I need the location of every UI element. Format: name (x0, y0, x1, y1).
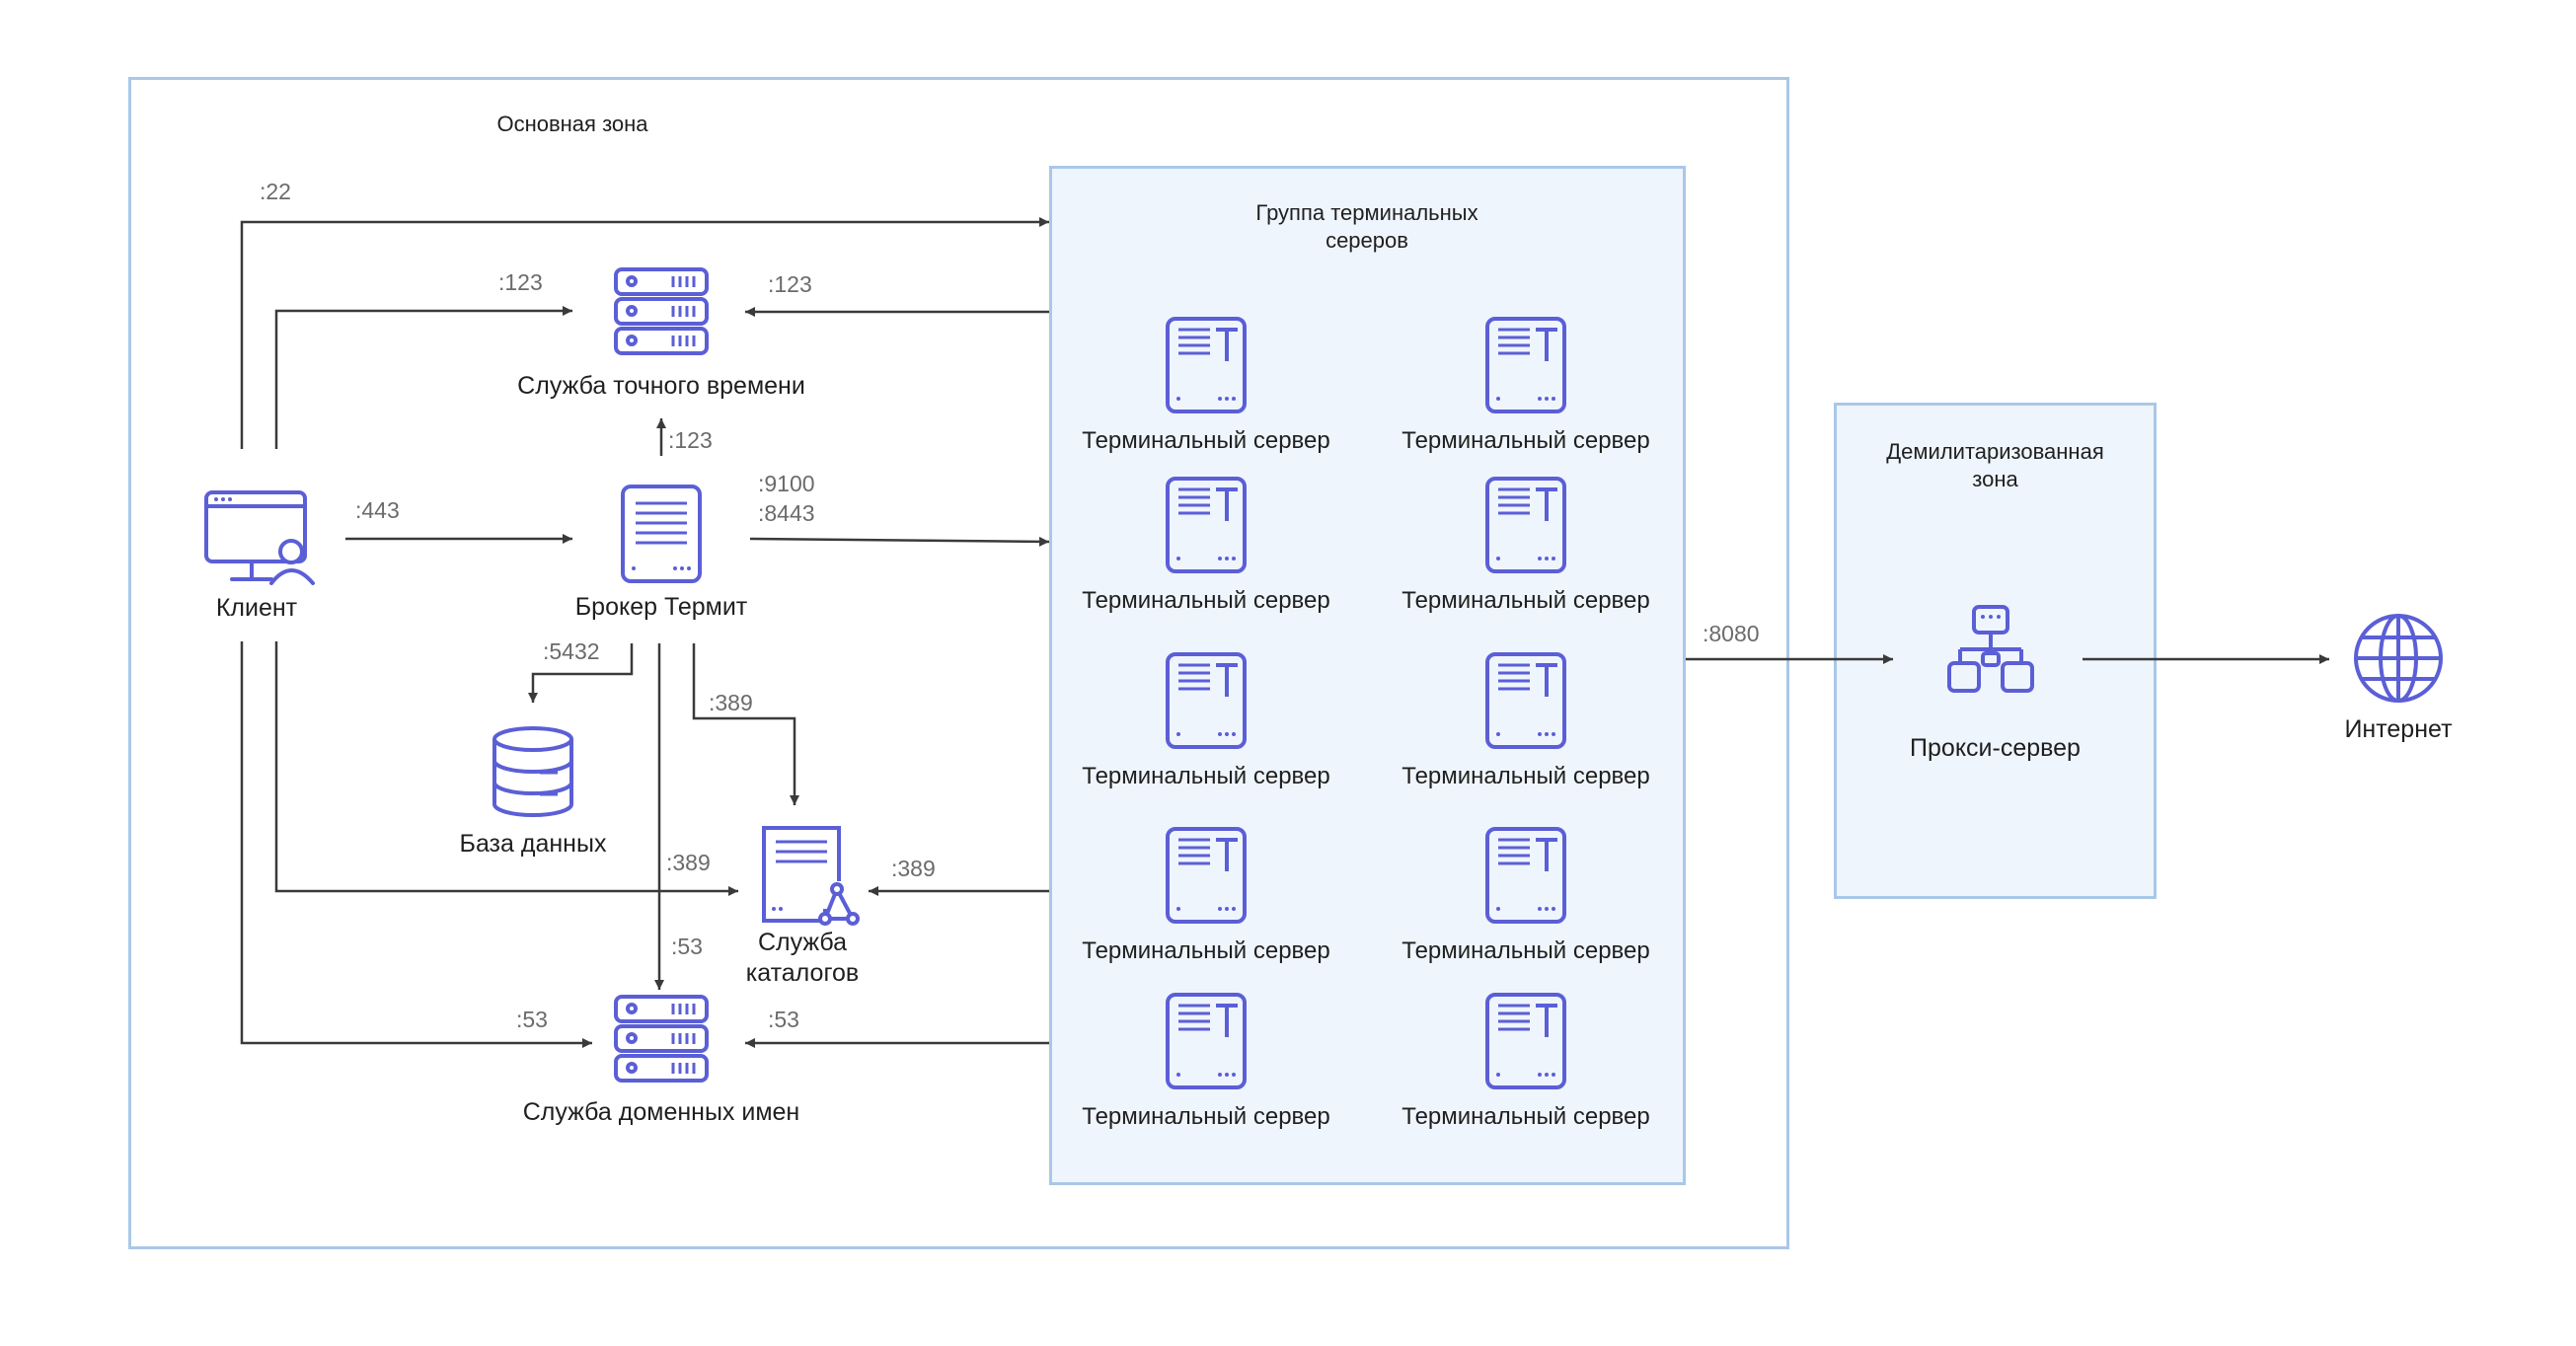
terminal-server-label: Терминальный сервер (1082, 1103, 1330, 1130)
client-monitor-user-icon (204, 490, 315, 585)
port-label-123-broker: :123 (668, 427, 713, 453)
terminal-server-label: Терминальный сервер (1082, 427, 1330, 454)
time-service-label: Служба точного времени (517, 372, 805, 400)
proxy-server-hierarchy-icon (1947, 605, 2034, 693)
wire-broker-db-5432 (528, 643, 634, 703)
wire-broker-catalog-389 (692, 643, 799, 805)
database-icon (492, 726, 573, 817)
terminal-server-label: Терминальный сервер (1402, 587, 1650, 614)
terminal-server-label: Терминальный сервер (1082, 763, 1330, 789)
terminal-server-icon (1166, 993, 1247, 1089)
port-label-389-broker: :389 (709, 690, 753, 715)
terminal-server-icon (1485, 827, 1566, 924)
port-label-389-group: :389 (891, 856, 936, 881)
main-zone-label: Основная зона (496, 112, 648, 136)
port-label-53-broker: :53 (671, 934, 703, 959)
port-label-53-group: :53 (768, 1007, 799, 1032)
proxy-server-label: Прокси-сервер (1910, 734, 2081, 762)
dmz-zone-label: Демилитаризованная зона (1886, 439, 2104, 491)
group-zone-label: Группа терминальных сереров (1255, 200, 1478, 253)
terminal-server-icon (1485, 993, 1566, 1089)
terminal-server-label: Терминальный сервер (1082, 937, 1330, 964)
broker-label: Брокер Термит (574, 593, 748, 621)
terminal-server-icon (1166, 652, 1247, 749)
terminal-server-icon (1485, 317, 1566, 413)
port-label-5432: :5432 (543, 638, 600, 664)
wire-client-time-123 (274, 306, 572, 449)
internet-globe-icon (2354, 614, 2443, 703)
catalog-service-label: Служба каталогов (745, 929, 860, 987)
terminal-server-label: Терминальный сервер (1402, 1103, 1650, 1130)
terminal-server-icon (1166, 317, 1247, 413)
port-label-123-group: :123 (768, 271, 812, 297)
terminal-server-group-zone (1049, 166, 1686, 1185)
port-label-443: :443 (355, 497, 400, 523)
port-label-53-client: :53 (516, 1007, 548, 1032)
port-label-123-client: :123 (498, 269, 543, 295)
terminal-server-label: Терминальный сервер (1082, 587, 1330, 614)
internet-label: Интернет (2344, 715, 2453, 743)
terminal-server-label: Терминальный сервер (1402, 427, 1650, 454)
wire-client-catalog-389 (274, 641, 738, 896)
terminal-server-label: Терминальный сервер (1402, 937, 1650, 964)
wire-client-group-22 (240, 217, 1049, 449)
terminal-server-icon (1166, 827, 1247, 924)
wire-broker-group-9100 (749, 536, 1050, 547)
port-label-8080: :8080 (1703, 621, 1760, 646)
dns-service-label: Служба доменных имен (522, 1098, 800, 1126)
database-label: База данных (459, 830, 607, 858)
time-service-server-stack-icon (614, 267, 709, 355)
broker-server-icon (621, 485, 702, 583)
port-label-389-left: :389 (666, 850, 711, 875)
catalog-service-icon (762, 826, 860, 926)
port-label-22: :22 (260, 179, 291, 204)
terminal-server-icon (1166, 477, 1247, 573)
terminal-server-icon (1485, 652, 1566, 749)
terminal-server-label: Терминальный сервер (1402, 763, 1650, 789)
dns-server-stack-icon (614, 995, 709, 1083)
terminal-server-icon (1485, 477, 1566, 573)
client-label: Клиент (215, 594, 298, 622)
wire-client-dns-53 (240, 641, 592, 1048)
port-label-9100-8443: :9100 :8443 (758, 471, 815, 526)
